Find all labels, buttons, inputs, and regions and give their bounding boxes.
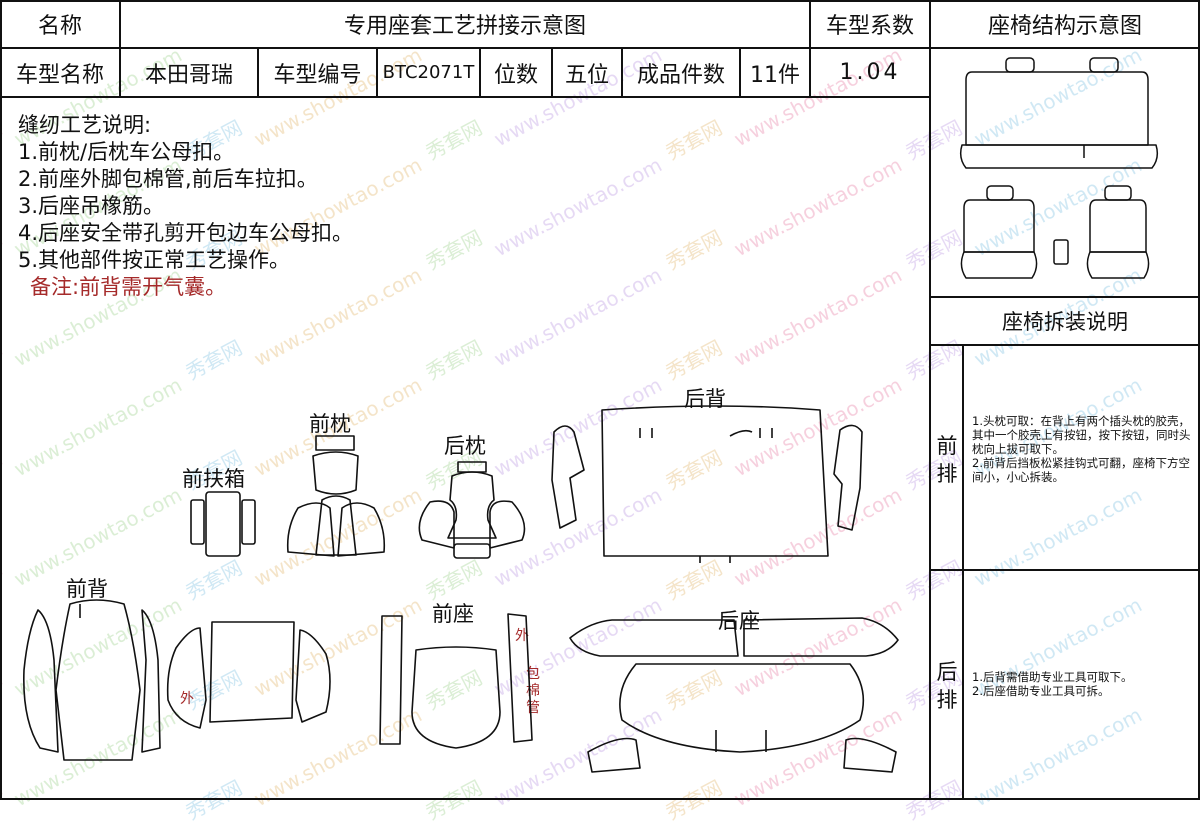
part-label-rear-pillow: 后枕 [444,434,486,458]
part-label-front-pillow: 前枕 [309,412,351,436]
front-row-instructions: 1.头枕可取：在背上有两个插头枕的胶壳，其中一个胶壳上有按钮，按下按钮，同时头枕… [972,414,1191,484]
front-row-label: 前排 [936,434,958,486]
pieces-value: 11件 [750,62,800,88]
front-seat-pieces [379,613,533,749]
front-back-pieces [23,599,331,761]
sewing-notes: 缝纫工艺说明: 1.前枕/后枕车公母扣。 2.前座外脚包棉管,前后车拉扣。 3.… [18,112,353,301]
rear-pillow-pieces [418,461,526,559]
notes-remark: 备注:前背需开气囊。 [30,275,227,299]
model-no: BTC2071T [382,62,475,83]
coef-label: 车型系数 [825,14,914,39]
notes-title: 缝纫工艺说明: [18,113,152,137]
name-label: 名称 [37,14,82,39]
note-item: 3.后座吊橡筋。 [18,194,165,218]
rear-row-label: 后排 [936,660,958,712]
seat-structure-diagram [959,57,1159,279]
model-name: 本田哥瑞 [144,62,233,88]
rear-row-instructions: 1.后背需借助专业工具可取下。 2.后座借助专业工具可拆。 [972,670,1133,698]
part-label-rear-seat: 后座 [718,609,760,633]
note-item: 2.前座外脚包棉管,前后车拉扣。 [18,167,318,191]
model-name-label: 车型名称 [15,62,104,88]
front-pillow-pieces [286,435,386,557]
seats-value: 五位 [564,62,609,88]
note-item: 1.前枕/后枕车公母扣。 [18,140,235,164]
note-item: 4.后座安全带孔剪开包边车公母扣。 [18,221,354,245]
part-label-front-armrest: 前扶箱 [182,467,245,491]
outer-side-mark-seat: 外 [515,628,529,644]
structure-title: 座椅结构示意图 [987,14,1142,39]
part-label-front-seat: 前座 [432,602,474,626]
rear-back-pieces [551,405,863,563]
model-no-label: 车型编号 [273,62,362,88]
seats-label: 位数 [493,62,538,88]
part-label-front-back: 前背 [66,577,108,601]
front-armrest-pieces [190,491,256,557]
part-label-rear-back: 后背 [684,387,726,411]
note-item: 5.其他部件按正常工艺操作。 [18,248,291,272]
coef-value: 1.04 [839,60,901,85]
outer-side-mark: 外 [180,691,194,707]
table-grid [0,0,1200,800]
pattern-pieces [23,405,899,773]
pieces-label: 成品件数 [636,62,725,88]
rear-seat-pieces [569,617,899,773]
sheet-title: 专用座套工艺拼接示意图 [343,14,586,39]
disassembly-title: 座椅拆装说明 [1002,310,1128,334]
